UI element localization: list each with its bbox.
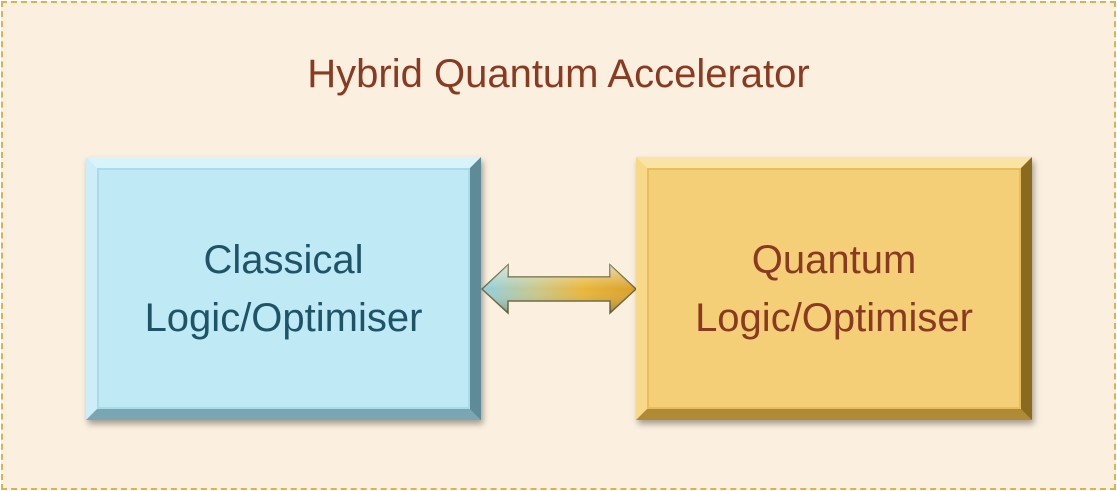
classical-box-line2: Logic/Optimiser (144, 295, 423, 340)
classical-logic-box: Classical Logic/Optimiser (86, 157, 481, 420)
classical-box-line1: Classical (203, 237, 364, 282)
double-headed-arrow-icon (480, 263, 638, 315)
diagram-title: Hybrid Quantum Accelerator (307, 52, 810, 96)
quantum-logic-box: Quantum Logic/Optimiser (636, 157, 1032, 420)
quantum-box-line2: Logic/Optimiser (695, 295, 973, 340)
quantum-box-line1: Quantum (751, 237, 917, 282)
